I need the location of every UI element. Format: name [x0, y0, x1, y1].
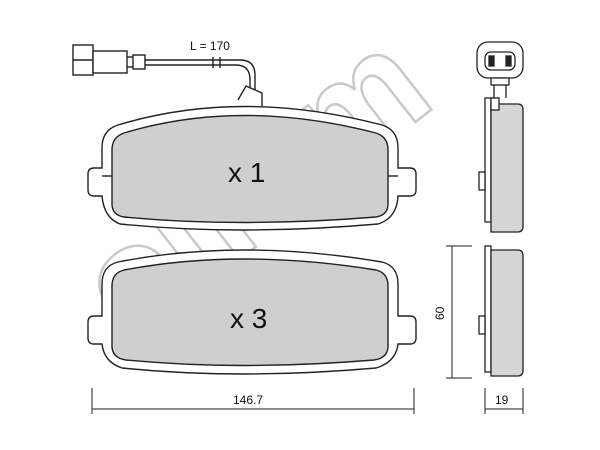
- pad-top-quantity: x 1: [228, 157, 265, 188]
- sensor-clip: [237, 85, 263, 106]
- sensor-wire: [145, 59, 256, 90]
- thickness-dimension-label: 19: [495, 393, 509, 407]
- thickness-dimension: [484, 388, 524, 414]
- pad-bottom-quantity: x 3: [230, 303, 267, 334]
- side-view-bottom: [478, 245, 524, 377]
- side-view-top: [476, 41, 524, 233]
- wire-length-label: L = 170: [190, 39, 230, 53]
- side-connector: [476, 41, 524, 98]
- brake-pad-bottom: [87, 249, 417, 375]
- pad-bottom-friction-material: [111, 258, 389, 367]
- pad-top-friction-material: [111, 114, 389, 224]
- height-dimension: [446, 245, 472, 379]
- height-dimension-label: 60: [433, 306, 447, 320]
- brake-pad-top: [87, 105, 417, 231]
- side-bottom-friction: [490, 249, 524, 377]
- width-dimension: [91, 388, 415, 414]
- sensor-connector: [72, 44, 146, 76]
- wear-sensor: [72, 44, 263, 106]
- width-dimension-label: 146.7: [233, 393, 263, 407]
- side-top-friction: [490, 103, 524, 233]
